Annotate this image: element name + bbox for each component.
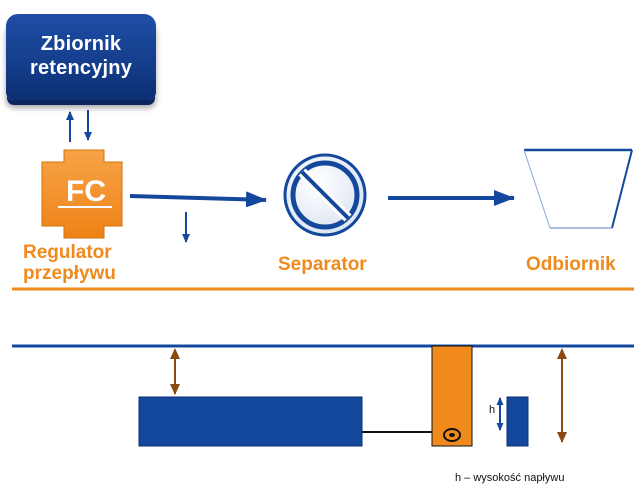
flow-regulator-label-line-2: przepływu [23,263,116,284]
flow-regulator-symbol: FC [66,175,106,208]
regulator-outlet-core [449,433,455,437]
separator-icon [283,153,367,237]
section-receiver [506,396,529,447]
receiver-icon [523,148,633,229]
receiver-label: Odbiornik [526,254,616,275]
separator-label: Separator [278,254,367,275]
flow-regulator-label: Regulator przepływu [23,242,116,284]
legend-text: h – wysokość napływu [455,472,565,484]
retention-tank-label: Zbiornik retencyjny [6,32,156,80]
inflow-height-label: h [489,404,496,416]
flow-regulator-icon [41,149,123,239]
arrow-regulator-to-separator [129,191,267,208]
section-tank [138,396,363,447]
retention-tank-label-line-2: retencyjny [29,57,133,79]
flow-regulator-label-line-1: Regulator [23,242,112,263]
retention-tank-label-line-1: Zbiornik [40,33,122,55]
retention-tank: Zbiornik retencyjny [6,14,156,100]
